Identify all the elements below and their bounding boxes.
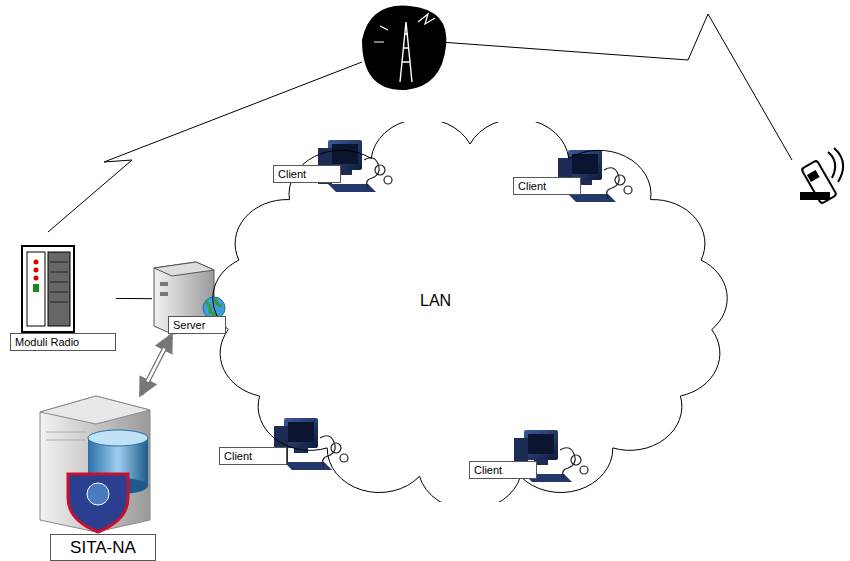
device-label: Client bbox=[273, 165, 341, 183]
device-label: Client bbox=[513, 177, 581, 195]
device-node: Client bbox=[469, 461, 537, 481]
device-node: Client bbox=[513, 177, 581, 197]
radio-rack bbox=[22, 246, 74, 332]
radio-tower bbox=[362, 6, 446, 90]
mobile-terminal bbox=[800, 148, 843, 204]
device-label: Moduli Radio bbox=[10, 333, 116, 351]
data-arrow bbox=[141, 336, 171, 394]
device-label: SITA-NA bbox=[50, 534, 156, 561]
device-node: Client bbox=[219, 447, 287, 467]
device-node: Moduli Radio bbox=[10, 244, 116, 352]
link-line bbox=[116, 298, 152, 299]
device-node: Server bbox=[152, 262, 228, 336]
database-server bbox=[40, 396, 150, 532]
device-label: Client bbox=[219, 447, 287, 465]
device-node: SITA-NA bbox=[36, 394, 160, 561]
device-node: Client bbox=[273, 165, 341, 185]
device-label: Server bbox=[168, 316, 226, 334]
device-label: Client bbox=[469, 461, 537, 479]
network-label: LAN bbox=[420, 292, 451, 310]
lan-cloud: LANClientClientClientClient bbox=[205, 122, 735, 502]
